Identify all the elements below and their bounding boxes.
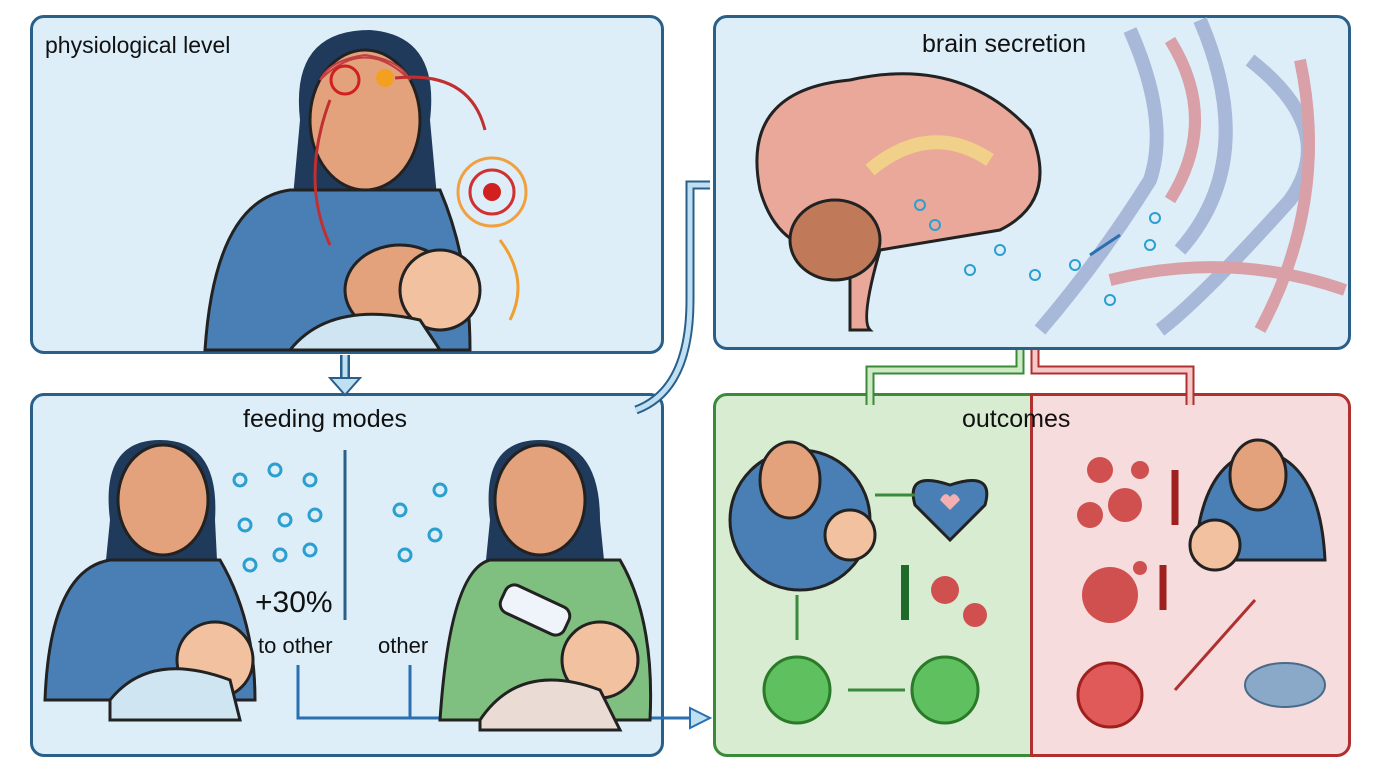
brain-secretion-title: brain secretion [922,30,1086,58]
breastfeeding-mother-illustration [43,440,257,722]
outcomes-title: outcomes [962,405,1071,433]
bottle-feeding-mother-illustration [438,440,653,732]
brain-illustration [755,17,1347,336]
to-other-caption: to other [258,633,333,658]
oxytocin-molecules [232,462,448,573]
physiological-level-title: physiological level [45,32,231,58]
feeding-modes-title: feeding modes [243,405,408,433]
negative-outcomes-illustration [1076,438,1327,729]
other-caption: other [378,633,429,658]
positive-outcomes-illustration [728,440,989,725]
mother-breastfeeding-illustration [203,30,528,352]
increase-percentage: +30% [255,586,333,619]
